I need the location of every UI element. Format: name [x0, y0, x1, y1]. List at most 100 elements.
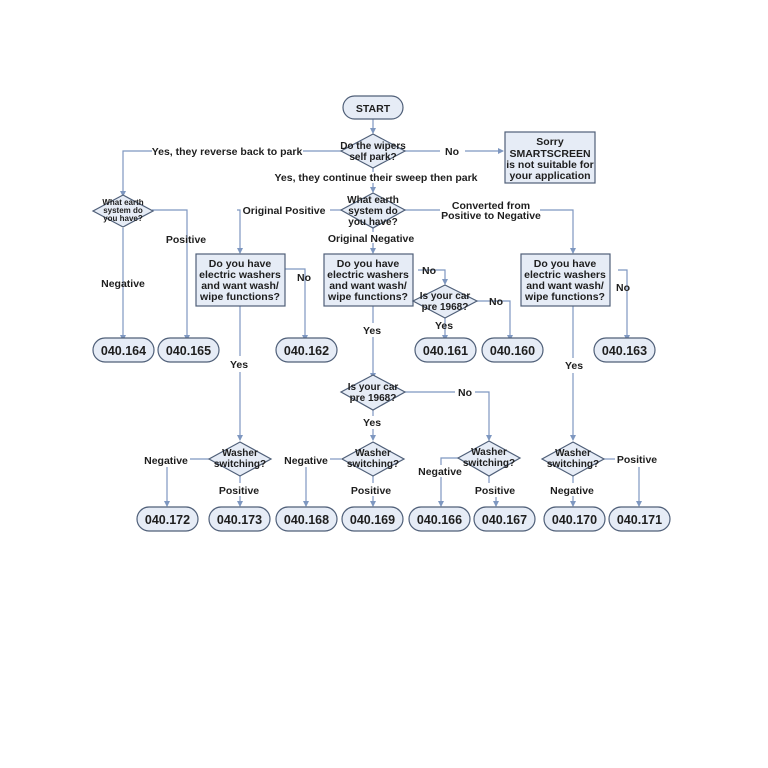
label-no-pre1968a: No	[489, 296, 503, 308]
label-yes-on: Yes	[363, 325, 381, 337]
decision-pre1968-a: Is your car pre 1968?	[411, 284, 479, 319]
terminal-label: 040.164	[101, 344, 146, 358]
pre1968b-line2: pre 1968?	[350, 393, 397, 404]
connector-pre1968a-no	[477, 300, 513, 341]
decision-washer-switching-1: Washer switching?	[207, 441, 273, 477]
connector-ws3-left	[440, 457, 459, 465]
ws1-line2: switching?	[214, 459, 266, 470]
ws3-line1: Washer	[471, 447, 507, 458]
connector-orig-positive-down	[237, 209, 243, 254]
terminal-040-167: 040.167	[473, 506, 536, 532]
terminal-040-164: 040.164	[92, 337, 155, 363]
terminal-label: 040.160	[490, 344, 535, 358]
washers-on-line3: and want wash/	[329, 280, 407, 292]
washers-op-line4: wipe functions?	[199, 291, 280, 303]
terminal-040-173: 040.173	[208, 506, 271, 532]
label-yes-pre1968b: Yes	[363, 417, 381, 429]
connector-earth-left-positive	[152, 209, 190, 341]
earth-left-line3: you have?	[103, 214, 143, 223]
terminal-label: 040.169	[350, 513, 395, 527]
decision-washer-switching-3: Washer switching?	[456, 440, 522, 477]
label-no-conv: No	[616, 282, 630, 294]
label-no-op: No	[297, 272, 311, 284]
connectors	[120, 119, 642, 507]
washers-on-line2: electric washers	[327, 269, 409, 281]
decision-washer-switching-4: Washer switching?	[540, 441, 606, 477]
label-ws1-negative: Negative	[144, 455, 188, 467]
terminal-label: 040.172	[145, 513, 190, 527]
washers-conv-line4: wipe functions?	[524, 291, 605, 303]
terminal-label: 040.168	[284, 513, 329, 527]
decision-washers-original-negative: Do you have electric washers and want wa…	[323, 253, 414, 307]
ws4-line1: Washer	[555, 448, 591, 459]
terminal-040-171: 040.171	[608, 506, 671, 532]
pre1968a-line2: pre 1968?	[422, 302, 469, 313]
connector-conv-no	[618, 269, 630, 341]
earth-main-line1: What earth	[347, 195, 399, 206]
washers-conv-line2: electric washers	[524, 269, 606, 281]
start-node: START	[342, 95, 404, 120]
label-no-pre1968b: No	[458, 387, 472, 399]
connector-reverse-down	[120, 150, 152, 197]
terminal-040-161: 040.161	[414, 337, 477, 363]
washers-on-line1: Do you have	[337, 258, 400, 270]
label-reverse: Yes, they reverse back to park	[152, 146, 303, 158]
label-ws4-negative: Negative	[550, 485, 594, 497]
terminal-label: 040.165	[166, 344, 211, 358]
pre1968b-line1: Is your car	[348, 382, 399, 393]
decision-pre1968-b: Is your car pre 1968?	[339, 374, 407, 411]
earth-left-line1: What earth	[102, 198, 143, 207]
decision-self-park-line1: Do the wipers	[340, 141, 406, 152]
terminal-040-162: 040.162	[275, 337, 338, 363]
label-positive-left: Positive	[166, 234, 206, 246]
washers-op-line1: Do you have	[209, 258, 272, 270]
earth-main-line3: you have?	[348, 217, 397, 228]
label-ws4-positive: Positive	[617, 454, 657, 466]
sorry-line4: your application	[509, 170, 590, 182]
connector-op-no	[285, 268, 308, 341]
label-ws1-positive: Positive	[219, 485, 259, 497]
terminal-label: 040.162	[284, 344, 329, 358]
earth-left-line2: system do	[103, 206, 143, 215]
sorry-box: Sorry SMARTSCREEN is not suitable for yo…	[504, 131, 596, 184]
decision-washer-switching-2: Washer switching?	[340, 441, 406, 477]
washers-on-line4: wipe functions?	[327, 291, 408, 303]
label-ws2-positive: Positive	[351, 485, 391, 497]
connector-on-no	[418, 269, 448, 285]
terminal-label: 040.163	[602, 344, 647, 358]
edge-labels: Yes, they reverse back to park No Yes, t…	[101, 146, 657, 497]
ws1-line1: Washer	[222, 448, 258, 459]
sorry-line2: SMARTSCREEN	[509, 148, 590, 160]
connector-pre1968b-no	[475, 391, 492, 441]
washers-conv-line3: and want wash/	[526, 280, 604, 292]
terminal-040-170: 040.170	[543, 506, 606, 532]
ws4-line2: switching?	[547, 459, 599, 470]
start-label: START	[356, 103, 391, 115]
washers-conv-line1: Do you have	[534, 258, 597, 270]
ws2-line2: switching?	[347, 459, 399, 470]
ws2-line1: Washer	[355, 448, 391, 459]
label-ws3-positive: Positive	[475, 485, 515, 497]
decision-earth-left: What earth system do you have?	[91, 194, 155, 228]
label-converted-line2: Positive to Negative	[441, 210, 541, 222]
washers-op-line3: and want wash/	[201, 280, 279, 292]
label-continue-sweep: Yes, they continue their sweep then park	[274, 172, 477, 184]
decision-self-park-line2: self park?	[349, 152, 396, 163]
sorry-line3: is not suitable for	[506, 159, 594, 171]
label-converted-line1: Converted from	[452, 200, 530, 212]
connector-converted-down	[540, 209, 576, 254]
label-original-negative: Original Negative	[328, 233, 415, 245]
decision-earth-main: What earth system do you have?	[339, 192, 407, 229]
label-original-positive: Original Positive	[243, 205, 326, 217]
terminal-040-169: 040.169	[341, 506, 404, 532]
label-yes-op: Yes	[230, 359, 248, 371]
terminal-040-172: 040.172	[136, 506, 199, 532]
label-no-main: No	[445, 146, 459, 158]
terminal-label: 040.171	[617, 513, 662, 527]
earth-main-line2: system do	[348, 206, 397, 217]
terminal-040-168: 040.168	[275, 506, 338, 532]
terminal-040-165: 040.165	[157, 337, 220, 363]
label-negative-left: Negative	[101, 278, 145, 290]
decision-washers-converted: Do you have electric washers and want wa…	[520, 253, 611, 307]
